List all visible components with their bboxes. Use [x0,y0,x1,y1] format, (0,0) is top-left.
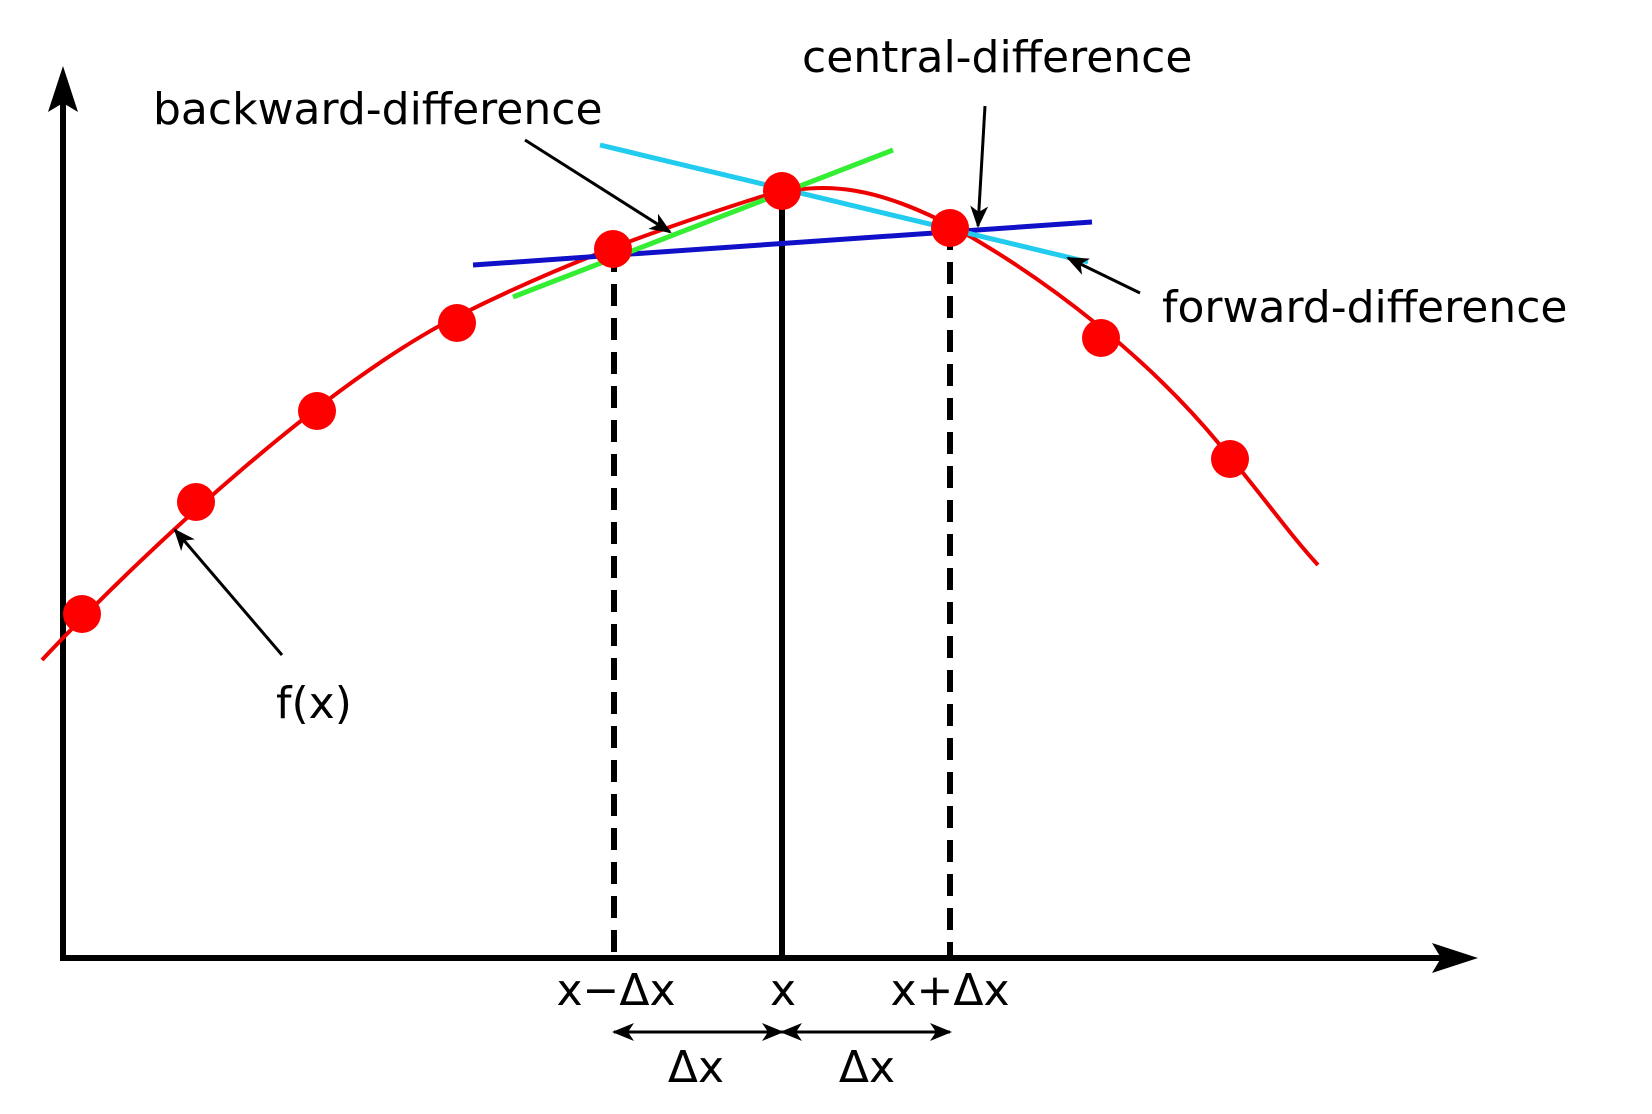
left-interval-label: Δx [668,1042,724,1093]
central-difference-line [472,219,1093,268]
y-axis-arrowhead [48,66,78,112]
sample-point [298,392,336,430]
backward-difference-line [512,147,894,300]
tick-x-minus-dx: x−Δx [556,965,675,1016]
backward-difference-label: backward-difference [153,84,603,135]
sample-point [1082,319,1120,357]
sample-point [177,483,215,521]
sample-point [763,172,801,210]
function-curve [40,186,1320,662]
tick-x: x [770,965,796,1016]
sample-point [63,595,101,633]
function-label: f(x) [276,678,352,729]
forward-difference-label: forward-difference [1162,282,1567,333]
sample-point [438,304,476,342]
sample-points [63,172,1249,633]
right-interval-label: Δx [839,1042,895,1093]
backward-label-arrow [524,138,672,234]
sample-point [1211,440,1249,478]
sample-point [594,230,632,268]
function-label-arrow [173,528,284,656]
central-difference-label: central-difference [802,32,1192,83]
sample-point [931,209,969,247]
forward-difference-line [599,142,1089,265]
tick-x-plus-dx: x+Δx [890,965,1009,1016]
x-axis-arrowhead [1432,943,1478,973]
forward-label-arrow [1066,256,1141,295]
central-label-arrow [970,105,989,228]
